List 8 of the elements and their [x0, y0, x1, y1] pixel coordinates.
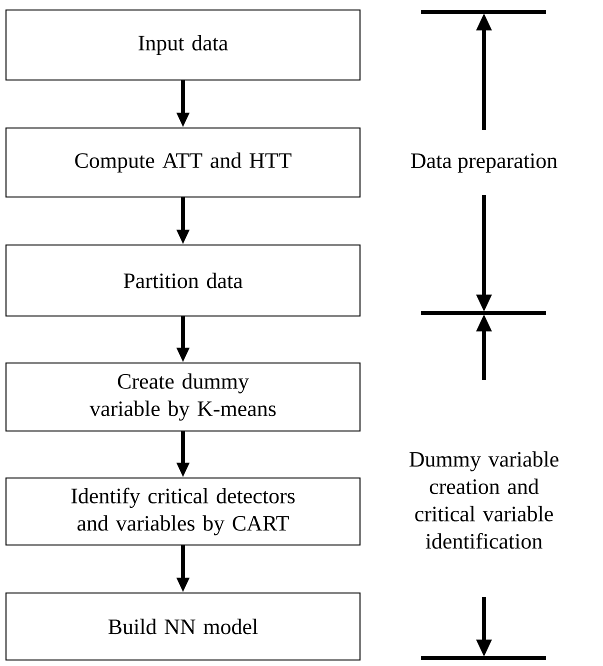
process-box: Create dummy variable by K-means — [5, 362, 361, 432]
section-label: Dummy variable creation and critical variable identification — [409, 451, 558, 549]
process-box: Compute ATT and HTT — [5, 127, 361, 198]
process-box: Partition data — [5, 244, 361, 317]
process-box: Build NN model — [5, 592, 361, 661]
section-label: Data preparation — [411, 153, 558, 173]
process-box: Input data — [5, 9, 361, 81]
process-box: Identify critical detectors and variables by CART — [5, 477, 361, 546]
